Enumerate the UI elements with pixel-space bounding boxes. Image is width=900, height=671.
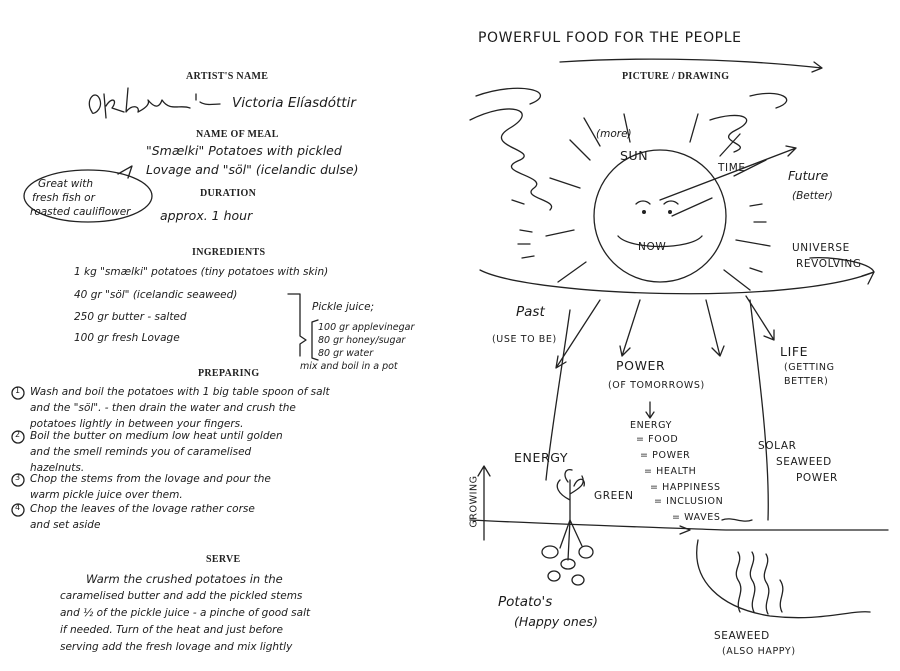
green-label: GREEN [594,490,634,502]
pickle-item-2: 80 gr honey/sugar [318,335,406,346]
future-sub-label: (Better) [792,190,833,202]
life-sub-label-1: (GETTING [784,362,835,373]
growing-label: GROWING [468,475,480,528]
step-4-circle-icon [11,503,25,517]
step-number: 4 [15,503,21,512]
seaweed-sub-label: (ALSO HAPPY) [722,646,796,657]
future-label: Future [788,168,829,183]
universe-label: UNIVERSE [792,242,850,254]
life-label: LIFE [780,344,809,359]
life-sub-label-2: BETTER) [784,376,829,387]
signature-icon [88,87,221,119]
side-note-line-1: Great with [38,178,94,190]
drawing-subheading: PICTURE / DRAWING [622,71,730,82]
seaweed-label: SEAWEED [714,630,770,642]
step-line: potatoes lightly in between your fingers… [30,418,244,430]
energy-big-label: ENERGY [514,450,569,465]
now-label: NOW [638,241,667,253]
step-line: Chop the leaves of the lovage rather cor… [30,503,255,515]
solar-seaweed-label: SEAWEED [776,456,832,468]
sun-label: SUN [620,148,649,163]
pickle-item-1: 100 gr applevinegar [318,322,415,333]
revolving-label: REVOLVING [796,258,862,270]
artist-name: Victoria Elíasdóttir [232,95,356,111]
solar-label: SOLAR [758,440,797,452]
solar-power-label: POWER [796,472,838,484]
step-number: 2 [15,430,21,439]
serve-line: serving add the fresh lovage and mix lig… [60,641,293,653]
more-label: (more) [596,128,632,140]
step-line: Chop the stems from the lovage and pour … [30,473,271,485]
power-label: POWER [616,358,666,373]
ingredient-line-4: 100 gr fresh Lovage [74,332,180,344]
ingredient-line-1: 1 kg "smælki" potatoes (tiny potatoes wi… [74,266,329,278]
ingredient-line-2: 40 gr "söl" (icelandic seaweed) [74,289,238,301]
step-number: 1 [15,386,21,395]
power-sub-label: (OF TOMORROWS) [608,380,705,391]
pickle-note: mix and boil in a pot [300,361,398,372]
pickle-bracket-icon [287,293,319,361]
serve-line: Warm the crushed potatoes in the [86,572,283,586]
time-label: TIME [718,162,746,174]
ingredients-heading: INGREDIENTS [192,247,266,258]
step-line: and set aside [30,519,101,531]
side-note-bubble-icon [23,165,153,223]
past-sub-label: (USE TO BE) [492,334,557,345]
energy-list-item: = FOOD [636,434,679,445]
step-number: 3 [15,473,21,482]
duration-value: approx. 1 hour [160,208,253,223]
drawing-page: POWERFUL FOOD FOR THE PEOPLE PICTURE / D… [450,0,900,671]
pickle-title: Pickle juice; [312,301,375,313]
energy-list-item: = HAPPINESS [650,482,721,493]
step-line: and the smell reminds you of caramelised [30,446,252,458]
step-line: Wash and boil the potatoes with 1 big ta… [30,386,330,398]
step-line: and the "söl". - then drain the water an… [30,402,296,414]
energy-list-item: = WAVES [672,512,721,523]
step-line: hazelnuts. [30,462,85,474]
sun-drawing [469,58,889,619]
meal-line-2: Lovage and "söl" (icelandic dulse) [146,162,359,177]
recipe-page: ARTIST'S NAME Victoria Elíasdóttir NAME … [11,71,415,653]
side-note-line-3: roasted cauliflower [30,206,131,218]
drawing-title: POWERFUL FOOD FOR THE PEOPLE [478,30,742,46]
energy-list-item: = POWER [640,450,691,461]
ingredient-line-3: 250 gr butter - salted [74,311,187,323]
meal-name-heading: NAME OF MEAL [196,129,279,140]
step-line: Boil the butter on medium low heat until… [30,430,283,442]
side-note-line-2: fresh fish or [32,192,95,204]
serve-heading: SERVE [206,554,241,565]
serve-line: caramelised butter and add the pickled s… [60,590,303,602]
duration-heading: DURATION [200,188,257,199]
preparing-heading: PREPARING [198,368,260,379]
step-3-circle-icon [11,473,25,487]
step-2-circle-icon [11,430,25,444]
meal-line-1: "Smælki" Potatoes with pickled [146,143,342,158]
serve-line: if needed. Turn of the heat and just bef… [60,624,283,636]
past-label: Past [516,304,545,320]
potatoes-sub-label: (Happy ones) [514,614,598,629]
step-line: warm pickle juice over them. [30,489,183,501]
serve-line: and ½ of the pickle juice - a pinche of … [60,607,311,619]
energy-list-item: = INCLUSION [654,496,724,507]
energy-list-item: ENERGY [630,420,673,431]
step-1-circle-icon [11,386,25,400]
energy-list-item: = HEALTH [644,466,697,477]
artist-name-heading: ARTIST'S NAME [186,71,269,82]
potatoes-label: Potato's [498,594,553,610]
pickle-item-3: 80 gr water [318,348,374,359]
